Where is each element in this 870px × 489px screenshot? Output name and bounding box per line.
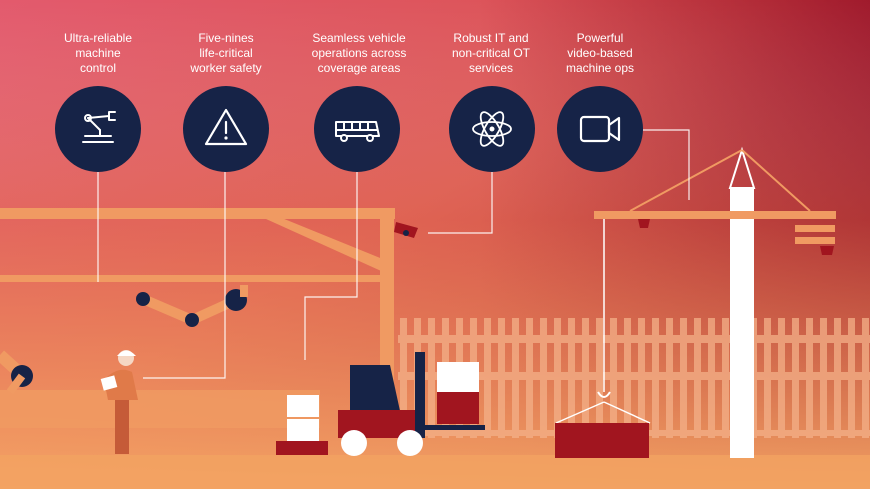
fence-post	[554, 318, 561, 438]
fence-post	[834, 318, 841, 438]
fence-post	[694, 318, 701, 438]
fence-post	[848, 318, 855, 438]
atom-icon	[472, 111, 512, 147]
feature-caption-vehicle-operations: Seamless vehicle operations across cover…	[311, 31, 407, 75]
stacked-boxes	[276, 395, 328, 455]
gantry-structure	[0, 208, 395, 434]
feature-caption-machine-control: Ultra-reliable machine control	[63, 31, 133, 75]
fence-post	[764, 318, 771, 438]
fence-post	[666, 318, 673, 438]
connector-lines	[97, 129, 690, 379]
bus-vehicle-icon	[335, 121, 380, 142]
video-camera-icon	[579, 115, 621, 143]
robot-arm-icon	[82, 111, 116, 143]
robot-arm-machine	[136, 285, 248, 327]
fence-post	[680, 318, 687, 438]
fence-post	[820, 318, 827, 438]
feature-circle-it-ot-services	[449, 86, 535, 172]
fence-post	[568, 318, 575, 438]
feature-caption-worker-safety: Five-nines life-critical worker safety	[190, 31, 262, 75]
ground-robot	[0, 350, 33, 395]
feature-caption-it-ot-services: Robust IT and non-critical OT services	[451, 31, 531, 75]
feature-circle-vehicle-operations	[314, 86, 400, 172]
fence-post	[862, 318, 869, 438]
forklift	[338, 352, 485, 456]
fence-post	[778, 318, 785, 438]
fence-post	[596, 318, 603, 438]
fence-post	[400, 318, 407, 438]
warning-triangle-icon	[204, 108, 248, 146]
feature-circle-worker-safety	[183, 86, 269, 172]
fence-post	[638, 318, 645, 438]
fence-post	[806, 318, 813, 438]
feature-circle-machine-control	[55, 86, 141, 172]
fence-post	[540, 318, 547, 438]
fence-post	[526, 318, 533, 438]
feature-caption-video-machine-ops: Powerful video-based machine ops	[565, 31, 635, 75]
fence-post	[652, 318, 659, 438]
fence-post	[512, 318, 519, 438]
worker	[100, 350, 138, 454]
fence-post	[610, 318, 617, 438]
feature-circle-video-machine-ops	[557, 86, 643, 172]
security-camera	[394, 222, 418, 238]
fence-post	[792, 318, 799, 438]
fence-post	[484, 318, 491, 438]
ground	[0, 455, 870, 489]
fence-post	[428, 318, 435, 438]
fence-post	[624, 318, 631, 438]
fence-post	[722, 318, 729, 438]
tower-crane	[555, 146, 836, 458]
fence-post	[582, 318, 589, 438]
fence-post	[498, 318, 505, 438]
fence-post	[708, 318, 715, 438]
